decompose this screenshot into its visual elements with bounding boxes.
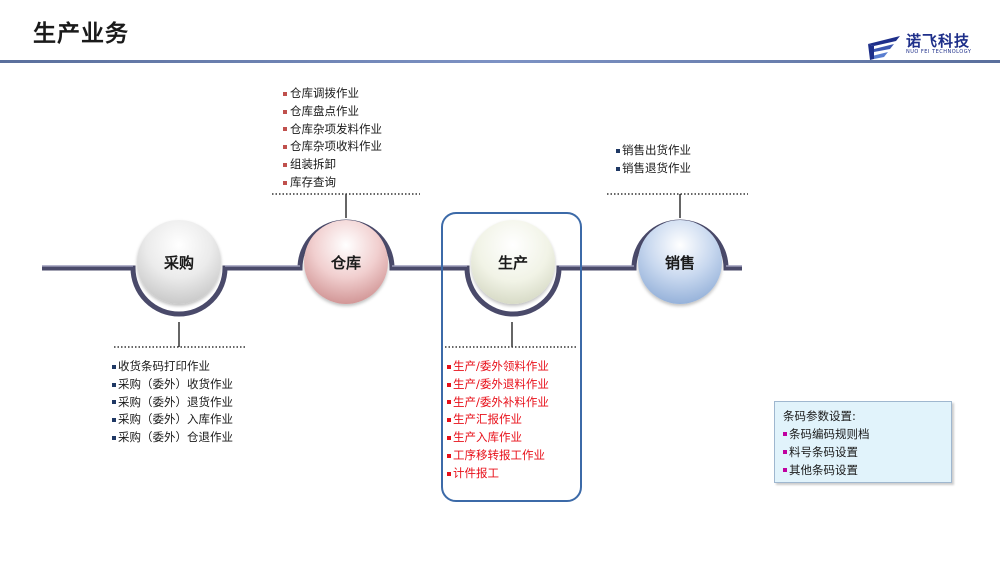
bullet-icon	[783, 450, 787, 454]
bullet-icon	[447, 453, 451, 458]
bullet-icon	[112, 436, 116, 441]
list-item: 仓库杂项发料作业	[283, 121, 382, 139]
list-item: 其他条码设置	[783, 461, 951, 479]
list-item: 采购（委外）仓退作业	[112, 429, 233, 447]
bullet-icon	[283, 127, 287, 132]
bullet-icon	[783, 432, 787, 436]
bullet-icon	[112, 400, 116, 405]
company-logo: 诺飞科技 NUO FEI TECHNOLOGY	[866, 30, 991, 62]
node-sales: 销售	[638, 220, 722, 304]
bullet-icon	[447, 471, 451, 476]
list-item: 生产入库作业	[447, 429, 549, 447]
list-item: 采购（委外）入库作业	[112, 411, 233, 429]
bullet-icon	[616, 148, 620, 153]
list-item: 销售出货作业	[616, 142, 691, 160]
barcode-settings-heading: 条码参数设置:	[783, 409, 856, 423]
bullet-icon	[283, 91, 287, 96]
logo-name-cn: 诺飞科技	[906, 32, 971, 50]
list-item: 采购（委外）收货作业	[112, 376, 233, 394]
warehouse-ops-list: 仓库调拨作业 仓库盘点作业 仓库杂项发料作业 仓库杂项收料作业 组装拆卸 库存查…	[283, 85, 382, 192]
list-item: 料号条码设置	[783, 443, 951, 461]
list-item: 生产汇报作业	[447, 411, 549, 429]
sales-ops-list: 销售出货作业 销售退货作业	[616, 142, 691, 178]
header-rule	[0, 60, 1000, 63]
bullet-icon	[447, 400, 451, 405]
node-purchase: 采购	[137, 220, 221, 304]
page-title: 生产业务	[33, 21, 129, 47]
node-warehouse: 仓库	[304, 220, 388, 304]
nuofei-wing-logo-icon	[868, 36, 900, 60]
production-group-box	[441, 212, 582, 502]
list-item: 工序移转报工作业	[447, 447, 549, 465]
bullet-icon	[112, 418, 116, 423]
list-item: 生产/委外退料作业	[447, 376, 549, 394]
bullet-icon	[283, 145, 287, 150]
bullet-icon	[616, 166, 620, 171]
list-item: 条码编码规则档	[783, 425, 951, 443]
bullet-icon	[447, 436, 451, 441]
bullet-icon	[447, 364, 451, 369]
list-item: 仓库杂项收料作业	[283, 138, 382, 156]
bullet-icon	[283, 163, 287, 168]
bullet-icon	[283, 180, 287, 185]
list-item: 销售退货作业	[616, 160, 691, 178]
bullet-icon	[447, 418, 451, 423]
list-item: 库存查询	[283, 174, 382, 192]
bullet-icon	[783, 468, 787, 472]
bullet-icon	[447, 382, 451, 387]
list-item: 生产/委外补料作业	[447, 394, 549, 412]
list-item: 仓库盘点作业	[283, 103, 382, 121]
barcode-settings-box: 条码参数设置: 条码编码规则档 料号条码设置 其他条码设置	[774, 401, 952, 483]
list-item: 仓库调拨作业	[283, 85, 382, 103]
bullet-icon	[112, 382, 116, 387]
list-item: 组装拆卸	[283, 156, 382, 174]
node-production: 生产	[471, 220, 555, 304]
list-item: 采购（委外）退货作业	[112, 394, 233, 412]
purchase-ops-list: 收货条码打印作业 采购（委外）收货作业 采购（委外）退货作业 采购（委外）入库作…	[112, 358, 233, 447]
list-item: 计件报工	[447, 465, 549, 483]
list-item: 收货条码打印作业	[112, 358, 233, 376]
bullet-icon	[283, 109, 287, 114]
production-ops-list: 生产/委外领料作业 生产/委外退料作业 生产/委外补料作业 生产汇报作业 生产入…	[447, 358, 549, 483]
bullet-icon	[112, 364, 116, 369]
list-item: 生产/委外领料作业	[447, 358, 549, 376]
logo-name-en: NUO FEI TECHNOLOGY	[906, 49, 972, 55]
